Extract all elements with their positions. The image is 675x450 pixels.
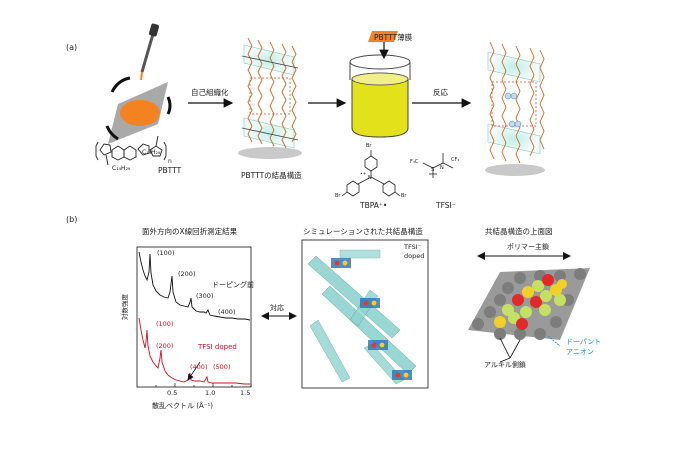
crystal-structure-doped xyxy=(485,41,545,176)
pbttt-structure xyxy=(95,135,167,166)
self-assembly-label: 自己組織化 xyxy=(191,88,229,97)
red-peak-200: (200) xyxy=(156,342,174,350)
xrd-title: 面外方向のX線回折測定結果 xyxy=(142,227,238,236)
red-peak-400: (400) xyxy=(190,363,208,371)
x-axis-label: 散乱ベクトル (Å⁻¹) xyxy=(152,402,213,410)
crystal-structure-caption: PBTTTの結晶構造 xyxy=(241,171,302,180)
polymer-backbone-label: ポリマー主鎖 xyxy=(507,243,549,251)
pre-doping-label: ドーピング前 xyxy=(212,281,254,289)
simulation-title: シミュレーションされた共結晶構造 xyxy=(303,227,423,236)
correspondence-label: 対応 xyxy=(270,304,284,312)
black-peak-400: (400) xyxy=(218,308,236,316)
tfsi-structure xyxy=(422,153,454,178)
sim-tag-line1: TFSI⁻ xyxy=(404,243,422,251)
xrd-plot xyxy=(136,246,252,388)
pipette-icon xyxy=(140,33,155,73)
rotation-arrow-top xyxy=(110,76,131,93)
x-tick-1-5: 1.5 xyxy=(240,389,251,397)
sim-dopant-clusters xyxy=(331,258,412,380)
radical-dot: •+ xyxy=(360,172,367,177)
dopant-anion-line2: アニオン xyxy=(566,348,594,356)
br-top: Br xyxy=(366,143,372,149)
polymer-drop xyxy=(120,100,160,126)
dopant-anion-line1: ドーパント xyxy=(566,338,602,346)
tfsi-n-atom: N xyxy=(440,165,444,171)
x-tick-1-0: 1.0 xyxy=(205,389,216,397)
black-peak-200: (200) xyxy=(178,270,196,278)
tbpa-structure xyxy=(341,150,401,197)
red-peak-500: (500) xyxy=(213,363,231,371)
br-right: Br xyxy=(401,193,407,199)
simulated-cocrystal xyxy=(301,239,429,389)
panel-b-label: (b) xyxy=(66,215,78,224)
black-peak-300: (300) xyxy=(196,292,214,300)
red-peak-100: (100) xyxy=(156,320,174,328)
br-left: Br xyxy=(335,193,341,199)
f3c-label: F₃C xyxy=(410,159,419,165)
backbone-atoms xyxy=(494,274,567,330)
top-view-title: 共結晶構造の上面図 xyxy=(485,227,553,236)
y-axis-label: 対数強度 xyxy=(121,294,129,320)
cocrystal-top-view xyxy=(468,252,590,363)
cf3-label: CF₃ xyxy=(451,157,460,163)
sim-tag-line2: doped xyxy=(404,252,425,260)
pbttt-label: PBTTT xyxy=(158,166,182,175)
c14h29-top-label: C₁₄H₂₉ xyxy=(142,149,161,156)
xrd-curve-doped xyxy=(138,317,250,385)
pbttt-film-piece xyxy=(368,31,398,42)
pbttt-film-label: PBTTT薄膜 xyxy=(374,33,413,42)
doping-arrow xyxy=(187,361,201,381)
rotation-arrow-bottom xyxy=(105,125,119,141)
beaker-illustration xyxy=(349,31,411,138)
xrd-curve-pristine xyxy=(138,251,251,321)
doped-label: TFSI doped xyxy=(198,343,237,351)
panel-a-label: (a) xyxy=(66,43,78,52)
crystal-structure-pristine xyxy=(238,37,302,159)
tbpa-label: TBPA⁺• xyxy=(360,201,388,210)
n-atom: N xyxy=(368,175,372,181)
reaction-label: 反応 xyxy=(433,88,448,97)
tfsi-label: TFSI⁻ xyxy=(436,201,456,210)
black-peak-100: (100) xyxy=(157,249,175,257)
dopant-anions-a xyxy=(504,92,522,128)
subscript-n: n xyxy=(168,158,172,165)
spin-coating-illustration xyxy=(105,23,172,144)
tfsi-s-atom: S xyxy=(431,167,435,173)
x-tick-0-5: 0.5 xyxy=(167,389,178,397)
c14h29-bottom-label: C₁₄H₂₉ xyxy=(112,165,131,172)
alkyl-side-chain-label: アルキル側鎖 xyxy=(484,361,526,369)
